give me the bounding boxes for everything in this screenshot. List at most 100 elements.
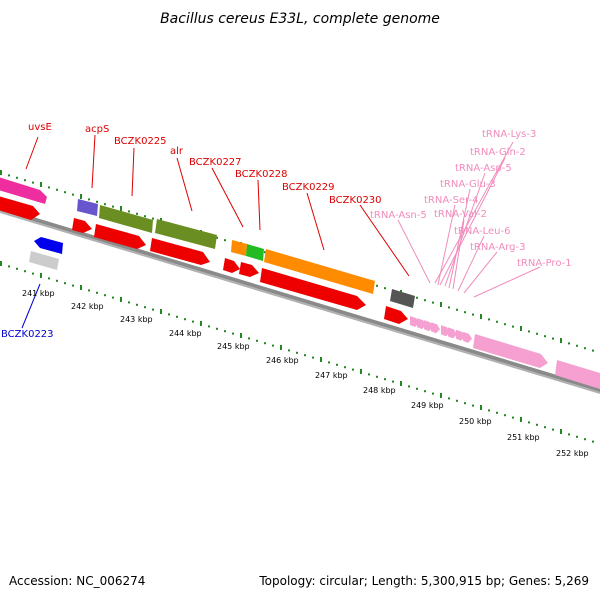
gene-label-uvsE[interactable]: uvsE <box>28 122 52 133</box>
scale-label: 244 kbp <box>169 329 202 338</box>
track-dot <box>120 206 122 211</box>
gene-label-BCZK0228[interactable]: BCZK0228 <box>235 169 288 180</box>
gene-label-tRNA-Leu-6[interactable]: tRNA-Leu-6 <box>454 226 510 237</box>
feature-pink-2[interactable] <box>555 360 600 389</box>
track-dot <box>568 433 570 436</box>
track-dot <box>144 306 146 309</box>
track-dot <box>192 320 194 323</box>
track-dot <box>496 320 498 323</box>
cds-arrow[interactable] <box>239 262 259 277</box>
track-dot <box>568 342 570 345</box>
track-dot <box>440 302 442 307</box>
track-dot <box>576 435 578 438</box>
feature-uvsE[interactable] <box>0 176 47 204</box>
track-dot <box>56 279 58 282</box>
cds-arrow[interactable] <box>72 218 92 233</box>
gene-label-tRNA-Val-2[interactable]: tRNA-Val-2 <box>434 209 487 220</box>
track-dot <box>0 261 2 266</box>
map-title: Bacillus cereus E33L, complete genome <box>160 11 440 27</box>
gene-label-BCZK0223[interactable]: BCZK0223 <box>1 329 54 340</box>
track-dot <box>440 393 442 398</box>
track-dot <box>360 369 362 374</box>
gene-label-alr[interactable]: alr <box>170 146 184 157</box>
track-dot <box>552 337 554 340</box>
gene-label-tRNA-Lys-3[interactable]: tRNA-Lys-3 <box>482 129 536 140</box>
track-dot <box>80 194 82 199</box>
trna-arrow[interactable] <box>441 325 450 337</box>
track-dot <box>168 313 170 316</box>
track-dot <box>480 314 482 319</box>
cds-arrow[interactable] <box>260 268 366 310</box>
trna-arrow[interactable] <box>410 316 419 327</box>
track-dot <box>272 344 274 347</box>
track-dot <box>376 375 378 378</box>
feature-BCZK0227[interactable] <box>231 240 247 256</box>
gene-label-tRNA-Pro-1[interactable]: tRNA-Pro-1 <box>517 258 572 269</box>
feature-BCZK0230[interactable] <box>390 289 415 308</box>
track-dot <box>584 347 586 350</box>
track-dot <box>56 188 58 191</box>
gene-label-BCZK0225[interactable]: BCZK0225 <box>114 136 167 147</box>
scale-label: 251 kbp <box>507 433 540 442</box>
track-dot <box>152 217 154 220</box>
track-dot <box>328 361 330 364</box>
feature-BCZK0223-gene[interactable] <box>29 251 59 270</box>
track-dot <box>48 277 50 280</box>
track-dot <box>472 313 474 316</box>
track-dot <box>8 265 10 268</box>
topology-text: Topology: circular; Length: 5,300,915 bp… <box>258 574 589 588</box>
gene-label-tRNA-Gln-2[interactable]: tRNA-Gln-2 <box>470 147 526 158</box>
gene-label-tRNA-Asn-5[interactable]: tRNA-Asn-5 <box>370 210 427 221</box>
track-dot <box>136 212 138 215</box>
feature-BCZK0228[interactable] <box>246 244 264 261</box>
trna-arrow[interactable] <box>417 318 426 330</box>
track-dot <box>264 251 266 254</box>
track-dot <box>368 373 370 376</box>
track-dot <box>240 333 242 338</box>
cds-arrow[interactable] <box>0 195 40 220</box>
feature-alr[interactable] <box>155 219 217 249</box>
gene-label-acpS[interactable]: acpS <box>85 124 109 135</box>
trna-arrow[interactable] <box>463 331 472 343</box>
track-dot <box>544 335 546 338</box>
track-dot <box>344 366 346 369</box>
trna-arrow[interactable] <box>448 327 457 339</box>
feature-acpS[interactable] <box>77 199 98 216</box>
scale-label: 249 kbp <box>411 401 444 410</box>
track-dot <box>384 287 386 290</box>
gene-label-tRNA-Asp-5[interactable]: tRNA-Asp-5 <box>455 163 512 174</box>
track-dot <box>512 416 514 419</box>
label-connectors <box>21 134 541 329</box>
cds-arrow[interactable] <box>384 306 408 324</box>
gene-label-BCZK0230[interactable]: BCZK0230 <box>329 195 382 206</box>
track-dot <box>480 405 482 410</box>
track-dot <box>488 318 490 321</box>
gene-label-BCZK0229[interactable]: BCZK0229 <box>282 182 335 193</box>
track-dot <box>120 297 122 302</box>
track-dot <box>48 186 50 189</box>
track-dot <box>232 332 234 335</box>
scale-label: 241 kbp <box>22 289 55 298</box>
track-dot <box>424 390 426 393</box>
track-dot <box>552 428 554 431</box>
track-dot <box>400 381 402 386</box>
track-dot <box>352 368 354 371</box>
trna-arrow[interactable] <box>424 320 433 332</box>
gene-label-tRNA-Ser-4[interactable]: tRNA-Ser-4 <box>424 195 479 206</box>
feature-BCZK0225[interactable] <box>99 205 153 233</box>
trna-arrow[interactable] <box>456 329 465 341</box>
gene-label-BCZK0227[interactable]: BCZK0227 <box>189 157 242 168</box>
cds-arrow[interactable] <box>150 238 210 265</box>
track-dot <box>312 356 314 359</box>
track-dot <box>456 399 458 402</box>
feature-pink-1[interactable] <box>473 334 548 368</box>
scale-label: 247 kbp <box>315 371 348 380</box>
track-dot <box>424 299 426 302</box>
cds-arrow[interactable] <box>223 258 240 273</box>
trna-arrow[interactable] <box>431 322 440 334</box>
cds-arrow[interactable] <box>94 224 146 249</box>
gene-label-tRNA-Arg-3[interactable]: tRNA-Arg-3 <box>470 242 525 253</box>
feature-BCZK0229[interactable] <box>264 249 375 294</box>
feature-BCZK0223[interactable] <box>34 237 63 254</box>
gene-label-tRNA-Glu-3[interactable]: tRNA-Glu-3 <box>440 179 496 190</box>
